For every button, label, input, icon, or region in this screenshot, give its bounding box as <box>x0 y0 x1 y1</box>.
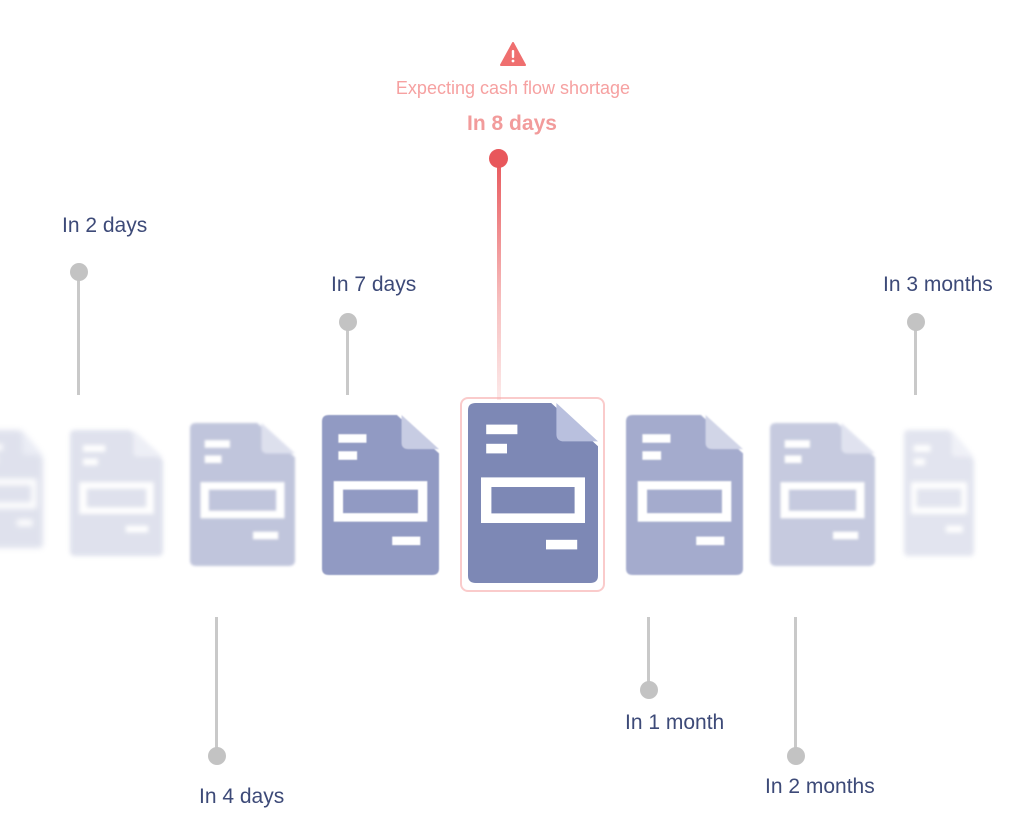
alert-connector <box>497 158 501 400</box>
document-icon <box>0 430 43 548</box>
highlighted-document-frame <box>460 397 605 592</box>
connector-2-months <box>794 617 797 756</box>
connector-2-days <box>77 272 80 395</box>
document-icon <box>770 423 875 566</box>
milestone-label-7-days: In 7 days <box>331 273 417 296</box>
document-icon <box>70 430 163 556</box>
alert-message: Expecting cash flow shortage <box>395 78 631 98</box>
alert-dot <box>489 149 508 168</box>
connector-4-days <box>215 617 218 756</box>
connector-dot-1-month <box>640 681 658 699</box>
connector-dot-3-months <box>907 313 925 331</box>
document-icon <box>468 403 598 583</box>
document-icon <box>322 415 439 575</box>
document-icon <box>626 415 743 575</box>
milestone-label-1-month: In 1 month <box>625 711 725 734</box>
connector-dot-2-months <box>787 747 805 765</box>
milestone-label-4-days: In 4 days <box>199 785 285 808</box>
document-icon <box>904 430 974 556</box>
milestone-label-3-months: In 3 months <box>883 273 993 296</box>
connector-dot-7-days <box>339 313 357 331</box>
connector-1-month <box>647 617 650 690</box>
milestone-label-2-days: In 2 days <box>62 214 148 237</box>
connector-dot-4-days <box>208 747 226 765</box>
connector-dot-2-days <box>70 263 88 281</box>
document-icon <box>190 423 295 566</box>
connector-3-months <box>914 322 917 395</box>
warning-triangle-icon <box>500 42 526 66</box>
connector-7-days <box>346 322 349 395</box>
alert-date: In 8 days <box>467 112 557 135</box>
milestone-label-2-months: In 2 months <box>765 775 875 798</box>
